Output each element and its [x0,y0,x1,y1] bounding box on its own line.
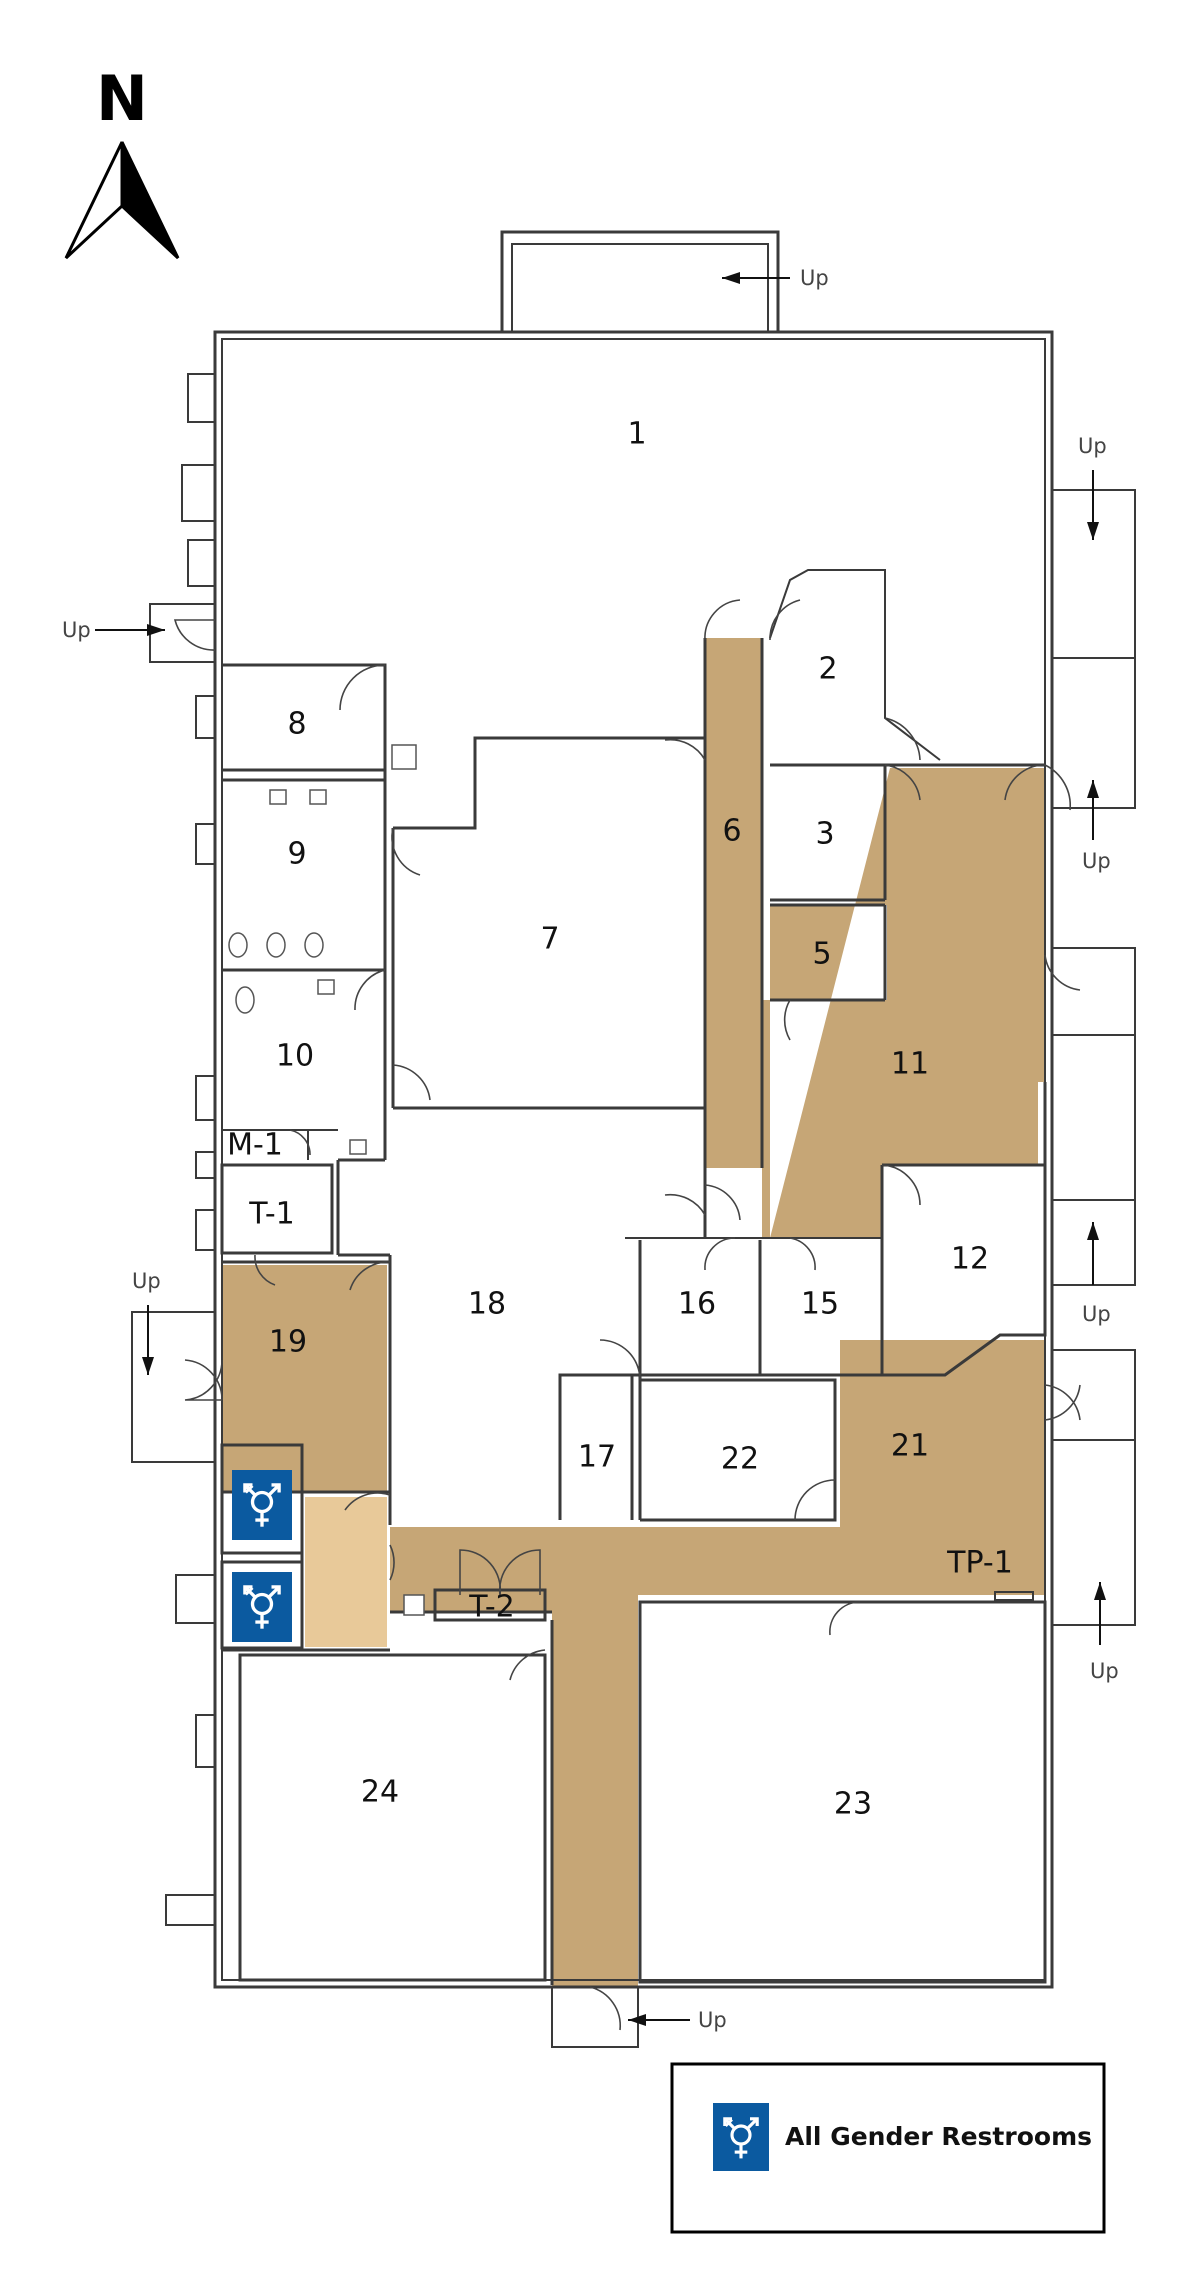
restroom-signs [232,1470,292,1642]
room-23-label: 23 [834,1787,872,1822]
arrow-left-icon [722,272,740,284]
stair-up-east-2: Up [1082,780,1111,873]
stair-up-label: Up [1082,1302,1111,1326]
stair-up-label: Up [698,2008,727,2032]
stair-up-label: Up [1078,434,1107,458]
corridor-6 [705,638,762,1168]
room-m1-label: M-1 [227,1128,283,1163]
room-15-label: 15 [801,1287,839,1322]
stair-up-west-2: Up [132,1269,161,1375]
north-arrow-left-icon [64,141,124,260]
corridor-main-h [390,1340,1046,1987]
doors [173,599,1081,2031]
room-7-label: 7 [540,922,559,957]
arrow-down-icon [1087,522,1099,540]
stair-up-north: Up [722,266,829,290]
room-24-label: 24 [361,1775,399,1810]
arrow-up-icon [1087,780,1099,798]
highlighted-areas [222,638,1046,1987]
legend-all-gender-label: All Gender Restrooms [785,2122,1092,2151]
arrow-left-icon [628,2014,646,2026]
room-11-label: 11 [891,1047,929,1082]
room-labels: 1 2 3 5 6 7 8 9 10 11 12 15 16 17 18 19 … [227,417,1013,1822]
stair-up-east-1: Up [1078,434,1107,540]
stair-markers: Up Up Up Up Up Up Up [62,266,1119,2032]
room-tp1-label: TP-1 [946,1546,1013,1581]
room-9-label: 9 [287,837,306,872]
restroom-fixtures [228,744,425,1616]
room-t1-label: T-1 [248,1197,294,1232]
room-5-label: 5 [812,937,831,972]
stair-up-label: Up [1082,849,1111,873]
room-6-label: 6 [722,814,741,849]
arrow-down-icon [142,1357,154,1375]
room-19-shade [222,1265,387,1492]
room-17-label: 17 [578,1440,616,1475]
room-3-label: 3 [815,817,834,852]
stair-up-west: Up [62,618,165,642]
room-22-label: 22 [721,1442,759,1477]
room-10-label: 10 [276,1039,314,1074]
room-12-label: 12 [951,1242,989,1277]
room-19-label: 19 [269,1325,307,1360]
stair-up-east-4: Up [1090,1582,1119,1683]
stair-up-label: Up [800,266,829,290]
legend: All Gender Restrooms [670,2062,1106,2234]
room-1-label: 1 [627,417,646,452]
room-18-label: 18 [468,1287,506,1322]
north-arrow: N [64,62,180,260]
stair-up-label: Up [62,618,91,642]
stair-up-east-3: Up [1082,1222,1111,1326]
restroom-vestibule [305,1497,387,1647]
corridor-11 [762,768,1046,1238]
stair-up-south: Up [628,2008,727,2032]
restroom-sign-lower [232,1572,292,1642]
room-t2-label: T-2 [468,1590,514,1625]
arrow-up-icon [1094,1582,1106,1600]
arrow-right-icon [147,624,165,636]
room-2-label: 2 [818,652,837,687]
stair-up-label: Up [1090,1659,1119,1683]
room-16-label: 16 [678,1287,716,1322]
north-label: N [96,62,148,135]
interior-walls [220,569,1047,1985]
room-21-label: 21 [891,1429,929,1464]
restroom-sign-upper [232,1470,292,1540]
legend-restroom-sign [713,2103,769,2171]
room-8-label: 8 [287,707,306,742]
stair-up-label: Up [132,1269,161,1293]
arrow-up-icon [1087,1222,1099,1240]
north-arrow-right-icon [120,141,180,260]
